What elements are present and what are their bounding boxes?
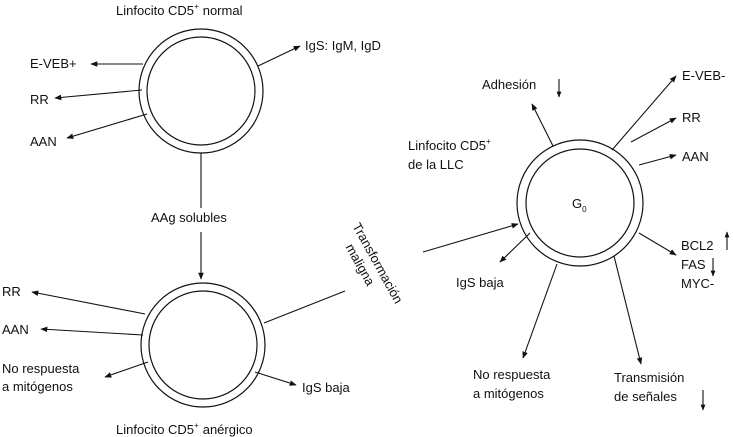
cell-normal-title: Linfocito CD5+normal (116, 2, 243, 18)
label-llc-no-respuesta-2: a mitógenos (473, 386, 544, 401)
arrow-llc-transmision (613, 255, 643, 365)
label-aag-solubles: AAg solubles (151, 210, 227, 225)
cell-anergic: Linfocito CD5+anérgico RR AAN No respues… (2, 282, 350, 437)
arrow-normal-igs (257, 45, 301, 67)
arrow-normal-aan (66, 113, 148, 139)
label-transformacion-maligna: Transformación maligna (343, 220, 406, 306)
cell-llc-center-label: G0 (572, 196, 587, 214)
arrow-llc-igs-baja (499, 232, 531, 263)
arrow-llc-adhesion (531, 103, 554, 147)
label-llc-myc: MYC- (681, 276, 714, 291)
label-anergic-rr: RR (2, 284, 21, 299)
arrow-llc-no-respuesta (522, 263, 558, 359)
label-anergic-no-respuesta-2: a mitógenos (2, 379, 73, 394)
cell-normal-inner-ring (146, 36, 256, 146)
label-llc-bcl2: BCL2 (681, 238, 714, 253)
label-llc-fas: FAS (681, 257, 706, 272)
arrow-anergic-no-respuesta (104, 361, 149, 378)
label-anergic-no-respuesta-1: No respuesta (2, 361, 80, 376)
cell-llc-inner-ring (525, 148, 635, 258)
arrow-llc-aan (638, 153, 677, 166)
label-llc-rr: RR (682, 110, 701, 125)
label-anergic-igs-baja: IgS baja (302, 380, 350, 395)
label-normal-eveb: E-VEB+ (30, 56, 77, 71)
cell-llc-outer-ring (516, 139, 644, 267)
label-normal-igs: IgS: IgM, IgD (305, 38, 381, 53)
link-normal-to-anergic: AAg solubles (151, 153, 227, 280)
cell-normal-outer-ring (138, 28, 264, 154)
arrow-llc-eveb (611, 75, 677, 151)
label-llc-eveb: E-VEB- (682, 68, 725, 83)
cell-anergic-inner-ring (148, 290, 258, 400)
label-normal-aan: AAN (30, 134, 57, 149)
cell-normal: Linfocito CD5+normal IgS: IgM, IgD E-VEB… (30, 2, 381, 154)
arrow-transformation-to-llc (422, 223, 519, 253)
arrow-llc-rr (630, 117, 677, 143)
label-llc-transmision-2: de señales (614, 389, 677, 404)
label-anergic-aan: AAN (2, 322, 29, 337)
label-llc-transmision-1: Transmisión (614, 370, 684, 385)
arrow-llc-genes (638, 232, 677, 256)
label-llc-igs-baja: IgS baja (456, 275, 504, 290)
cell-anergic-title: Linfocito CD5+anérgico (116, 421, 253, 437)
arrow-anergic-aan (40, 326, 144, 336)
arrow-anergic-rr (31, 290, 146, 315)
cell-llc: Linfocito CD5+ de la LLC G0 Adhesión E-V… (408, 68, 730, 411)
cell-anergic-outer-ring (140, 282, 266, 408)
arrow-anergic-igs-baja (254, 371, 297, 386)
label-llc-no-respuesta-1: No respuesta (473, 367, 551, 382)
arrow-normal-rr (54, 89, 143, 101)
label-normal-rr: RR (30, 92, 49, 107)
cell-llc-title-2: de la LLC (408, 157, 464, 172)
transformation: Transformación maligna (263, 220, 519, 324)
line-anergic-to-transformation (263, 290, 346, 324)
label-llc-adhesion: Adhesión (482, 77, 536, 92)
label-llc-aan: AAN (682, 149, 709, 164)
cell-llc-title-1: Linfocito CD5+ (408, 137, 491, 153)
